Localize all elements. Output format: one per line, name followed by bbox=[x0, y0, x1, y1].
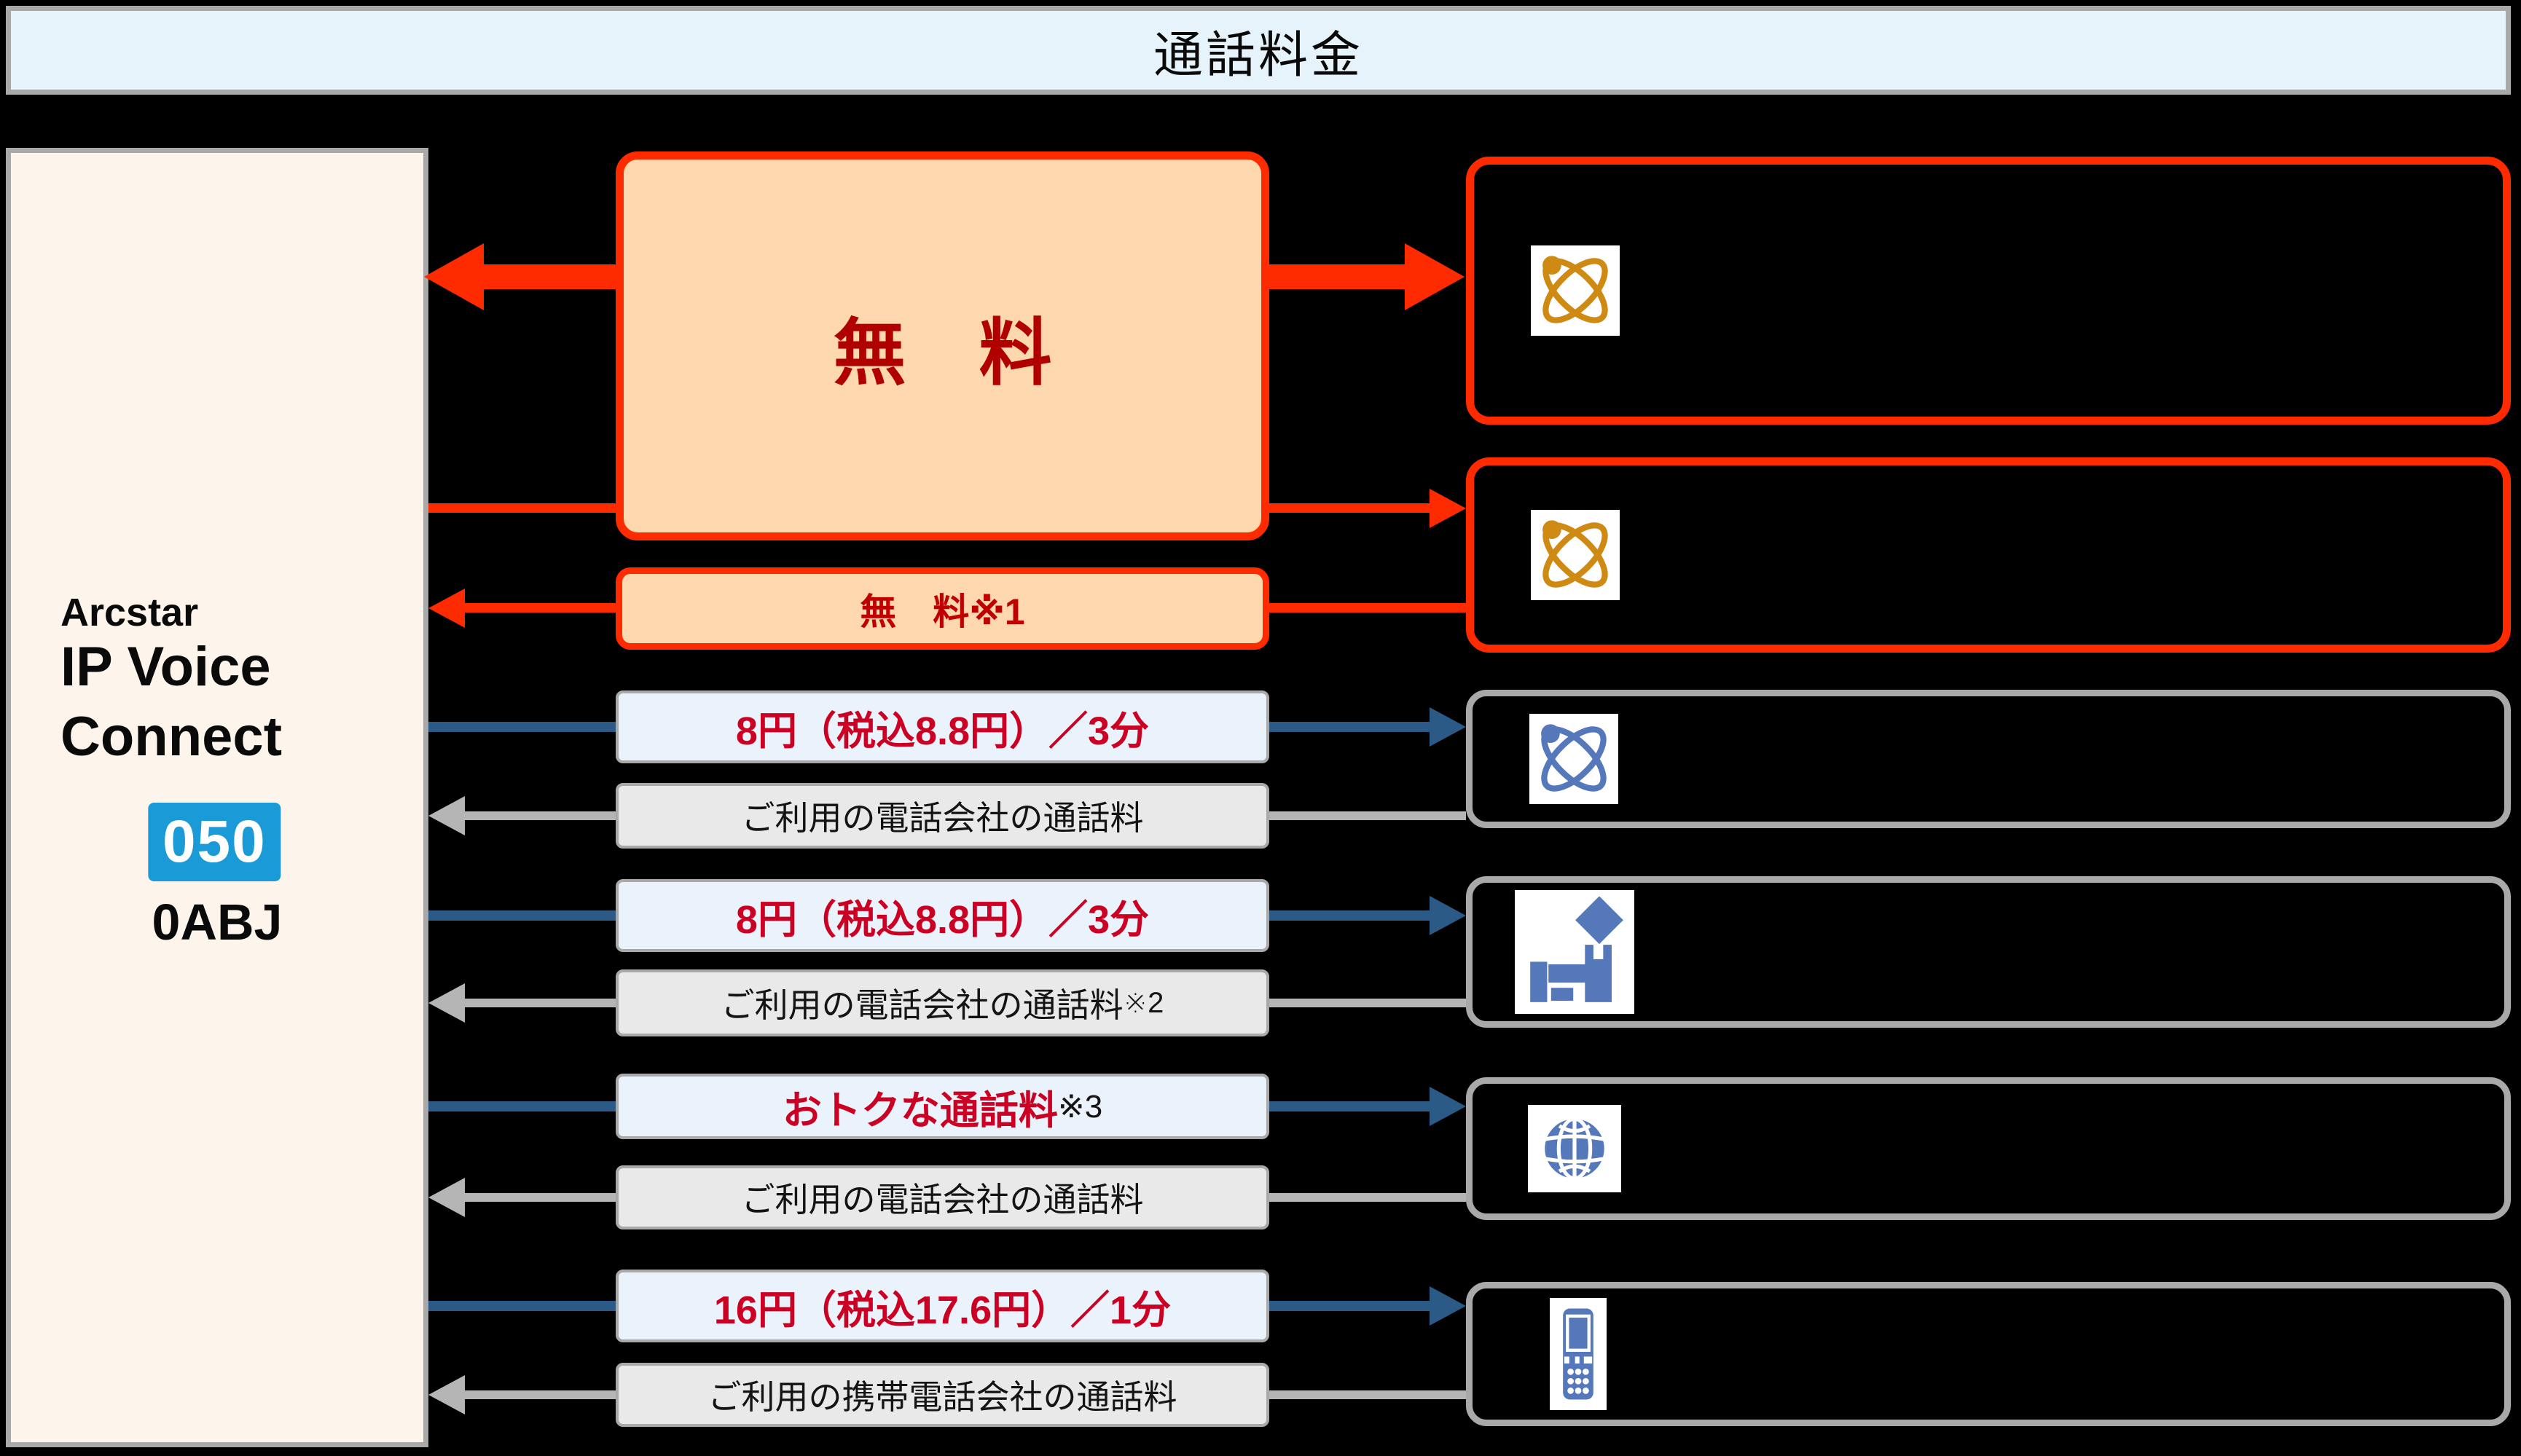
icon-tile bbox=[1515, 890, 1634, 1014]
incoming-arrowhead-4 bbox=[428, 1375, 465, 1414]
outgoing-arrowhead-1 bbox=[1430, 707, 1466, 747]
rate-footnote: ※3 bbox=[1057, 1088, 1103, 1125]
brand-line-connect: Connect bbox=[60, 706, 282, 768]
free-arrow-left-shaft bbox=[482, 264, 616, 289]
free-outgoing-line-right bbox=[1269, 503, 1430, 513]
globe-icon bbox=[1545, 1117, 1604, 1181]
outgoing-line-2-left bbox=[428, 910, 616, 921]
incoming-arrowhead-1 bbox=[428, 796, 465, 835]
charge-label: ご利用の電話会社の通話料 bbox=[741, 799, 1144, 837]
atom-orbit-icon bbox=[1541, 724, 1607, 792]
icon-tile bbox=[1531, 510, 1620, 600]
brand-line-ip-voice: IP Voice bbox=[60, 636, 271, 698]
icon-tile bbox=[1550, 1298, 1607, 1410]
destination-box-1 bbox=[1466, 157, 2511, 425]
carrier-charge-box-2: ご利用の電話会社の通話料※2 bbox=[616, 969, 1269, 1036]
free-incoming-arrowhead bbox=[428, 589, 465, 628]
incoming-line-2-right bbox=[1269, 999, 1466, 1007]
free-arrow-right-head bbox=[1405, 243, 1465, 310]
incoming-line-3-right bbox=[1269, 1193, 1466, 1202]
mobile-phone-icon bbox=[1563, 1308, 1593, 1400]
charge-label: ご利用の携帯電話会社の通話料 bbox=[707, 1378, 1177, 1416]
icon-tile bbox=[1529, 714, 1618, 804]
charge-label: ご利用の電話会社の通話料 bbox=[721, 986, 1124, 1024]
outgoing-rate-box-4: 16円（税込17.6円）／1分 bbox=[616, 1270, 1269, 1342]
outgoing-rate-box-3: おトクな通話料※3 bbox=[616, 1074, 1269, 1139]
carrier-charge-box-1: ご利用の電話会社の通話料 bbox=[616, 783, 1269, 849]
outgoing-line-3-right bbox=[1269, 1101, 1430, 1111]
free-note-label: 無 料※1 bbox=[860, 591, 1025, 632]
page-title: 通話料金 bbox=[1153, 27, 1363, 83]
icon-tile bbox=[1528, 1105, 1621, 1192]
destination-box-3 bbox=[1466, 690, 2511, 828]
free-incoming-line-right bbox=[1269, 603, 1466, 613]
free-arrow-left-head bbox=[424, 243, 484, 310]
incoming-line-4-left bbox=[465, 1390, 616, 1399]
050-logo-text: 050 bbox=[162, 808, 267, 875]
free-outgoing-line-left bbox=[428, 503, 616, 513]
charge-label: ご利用の電話会社の通話料 bbox=[741, 1181, 1144, 1219]
atom-orbit-icon bbox=[1542, 520, 1608, 588]
incoming-arrowhead-3 bbox=[428, 1178, 465, 1217]
outgoing-rate-box-2: 8円（税込8.8円）／3分 bbox=[616, 879, 1269, 952]
outgoing-line-1-left bbox=[428, 722, 616, 732]
incoming-line-2-left bbox=[465, 999, 616, 1007]
050-logo-badge: 050 bbox=[148, 803, 281, 881]
outgoing-arrowhead-4 bbox=[1430, 1286, 1466, 1326]
free-outgoing-arrowhead bbox=[1430, 489, 1466, 528]
incoming-arrowhead-2 bbox=[428, 983, 465, 1023]
carrier-charge-box-4: ご利用の携帯電話会社の通話料 bbox=[616, 1363, 1269, 1427]
carrier-charge-box-3: ご利用の電話会社の通話料 bbox=[616, 1165, 1269, 1229]
outgoing-arrowhead-2 bbox=[1430, 896, 1466, 935]
incoming-line-1-right bbox=[1269, 811, 1466, 820]
rate-label: 16円（税込17.6円）／1分 bbox=[713, 1288, 1172, 1332]
free-call-label: 無 料 bbox=[833, 312, 1052, 394]
incoming-line-3-left bbox=[465, 1193, 616, 1202]
icon-tile bbox=[1531, 245, 1620, 336]
destination-box-5 bbox=[1466, 1077, 2511, 1220]
outgoing-arrowhead-3 bbox=[1430, 1087, 1466, 1126]
charge-footnote: ※2 bbox=[1123, 987, 1164, 1019]
destination-box-2 bbox=[1466, 457, 2511, 653]
destination-box-6 bbox=[1466, 1282, 2511, 1426]
incoming-line-1-left bbox=[465, 811, 616, 820]
brand-line-arcstar: Arcstar bbox=[60, 591, 199, 634]
outgoing-line-1-right bbox=[1269, 722, 1430, 732]
rate-label: 8円（税込8.8円）／3分 bbox=[735, 709, 1150, 753]
free-arrow-right-shaft bbox=[1269, 264, 1405, 289]
outgoing-line-4-left bbox=[428, 1301, 616, 1311]
service-panel: Arcstar IP Voice Connect 050 0ABJ bbox=[6, 148, 428, 1447]
incoming-line-4-right bbox=[1269, 1390, 1466, 1399]
rate-label: 8円（税込8.8円）／3分 bbox=[735, 897, 1150, 942]
outgoing-line-4-right bbox=[1269, 1301, 1430, 1311]
free-incoming-line-left bbox=[465, 603, 616, 613]
desk-phone-icon bbox=[1530, 897, 1623, 1002]
outgoing-line-3-left bbox=[428, 1101, 616, 1111]
outgoing-rate-box-1: 8円（税込8.8円）／3分 bbox=[616, 690, 1269, 763]
rate-label: おトクな通話料 bbox=[782, 1088, 1058, 1133]
atom-orbit-icon bbox=[1542, 256, 1608, 323]
destination-box-4 bbox=[1466, 876, 2511, 1028]
free-note-box: 無 料※1 bbox=[616, 567, 1269, 650]
title-bar: 通話料金 bbox=[6, 6, 2511, 95]
outgoing-line-2-right bbox=[1269, 910, 1430, 921]
free-call-box: 無 料 bbox=[616, 151, 1269, 540]
number-type-label: 0ABJ bbox=[152, 894, 283, 951]
